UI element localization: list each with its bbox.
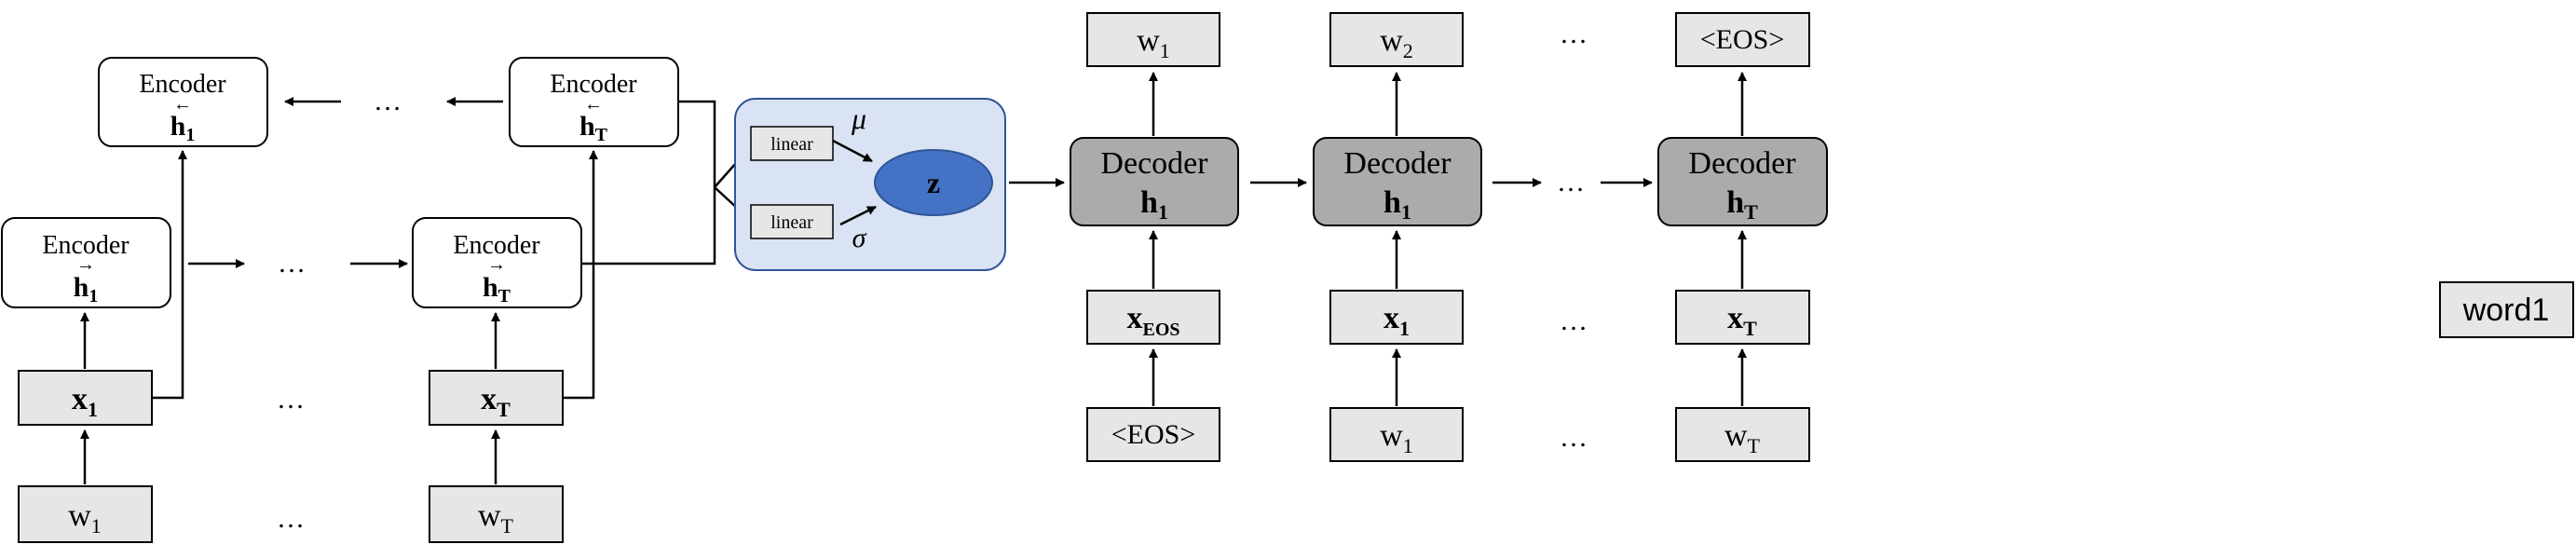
- decoder-output-eos: <EOS>: [1675, 12, 1810, 67]
- input-embedding-t: xT: [429, 370, 564, 426]
- svg-text:Encoder: Encoder: [139, 70, 226, 99]
- svg-text:xT: xT: [1727, 301, 1757, 340]
- ellipsis-decoder: …: [1557, 167, 1585, 197]
- svg-text:linear: linear: [770, 212, 813, 233]
- backward-encoder-t: Encoder ← hT: [509, 57, 679, 147]
- svg-text:x1: x1: [72, 382, 98, 421]
- decoder-input-eos: xEOS: [1086, 290, 1220, 345]
- decoder-word-eos: <EOS>: [1086, 407, 1220, 462]
- svg-text:h1: h1: [74, 272, 99, 306]
- svg-text:w1: w1: [1380, 418, 1413, 457]
- word1-label-box: word1: [2439, 281, 2574, 338]
- decoder-arrows: [1149, 72, 1747, 406]
- forward-encoder-t: Encoder → hT: [412, 217, 582, 308]
- input-word-t: wT: [429, 485, 564, 543]
- sigma-label: σ: [852, 223, 867, 253]
- decoder-input-t: xT: [1675, 290, 1810, 345]
- ellipsis-word: …: [277, 503, 305, 534]
- input-word-1: w1: [18, 485, 153, 543]
- decoder-output-2: w2: [1329, 12, 1464, 67]
- svg-text:←: ←: [173, 94, 192, 115]
- svg-text:hT: hT: [579, 111, 608, 145]
- svg-text:xT: xT: [481, 382, 511, 421]
- ellipsis-decoder-output: …: [1560, 19, 1588, 49]
- svg-text:Encoder: Encoder: [550, 70, 637, 99]
- ellipsis-forward: …: [278, 248, 306, 279]
- forward-encoder-1: Encoder → h1: [1, 217, 171, 308]
- decoder-t: Decoder hT: [1657, 137, 1828, 226]
- svg-text:x1: x1: [1383, 301, 1410, 340]
- svg-text:Encoder: Encoder: [453, 231, 540, 260]
- decoder-input-1: x1: [1329, 290, 1464, 345]
- decoder-1: Decoder h1: [1070, 137, 1239, 226]
- svg-text:←: ←: [584, 94, 603, 115]
- decoder-output-1: w1: [1086, 12, 1220, 67]
- svg-text:h1: h1: [1383, 185, 1411, 224]
- decoder-word-1: w1: [1329, 407, 1464, 462]
- svg-text:→: →: [76, 254, 95, 275]
- decoder-word-t: wT: [1675, 407, 1810, 462]
- latent-panel: linear linear μ σ z: [734, 98, 1006, 271]
- svg-text:z: z: [927, 166, 940, 199]
- svg-text:h1: h1: [1140, 185, 1168, 224]
- ellipsis-decoder-word: …: [1560, 422, 1588, 453]
- svg-text:h1: h1: [170, 111, 196, 145]
- svg-text:xEOS: xEOS: [1126, 301, 1179, 340]
- svg-text:Decoder: Decoder: [1688, 146, 1796, 181]
- latent-arrows: [832, 139, 877, 226]
- svg-text:Encoder: Encoder: [42, 231, 129, 260]
- svg-text:Decoder: Decoder: [1343, 146, 1452, 181]
- svg-text:hT: hT: [483, 272, 511, 306]
- latent-z: z: [874, 149, 993, 216]
- ellipsis-decoder-input: …: [1560, 306, 1588, 336]
- decoder-2: Decoder h1: [1313, 137, 1482, 226]
- svg-text:linear: linear: [770, 134, 813, 155]
- linear-mu: linear: [750, 126, 834, 161]
- svg-text:word1: word1: [2462, 293, 2550, 328]
- svg-text:hT: hT: [1726, 185, 1758, 224]
- svg-text:→: →: [487, 254, 506, 275]
- svg-text:w1: w1: [68, 498, 102, 538]
- linear-sigma: linear: [750, 204, 834, 239]
- input-embedding-1: x1: [18, 370, 153, 426]
- backward-encoder-1: Encoder ← h1: [98, 57, 268, 147]
- ellipsis-embedding: …: [277, 384, 305, 415]
- svg-text:wT: wT: [1724, 418, 1761, 457]
- svg-text:<EOS>: <EOS>: [1111, 419, 1196, 450]
- mu-label: μ: [851, 102, 866, 135]
- svg-text:w1: w1: [1137, 23, 1170, 62]
- svg-text:<EOS>: <EOS>: [1700, 24, 1785, 55]
- svg-text:wT: wT: [478, 498, 514, 538]
- ellipsis-backward: …: [374, 86, 402, 116]
- encoder-arrows: [80, 97, 752, 484]
- svg-text:w2: w2: [1380, 23, 1413, 62]
- svg-text:Decoder: Decoder: [1100, 146, 1208, 181]
